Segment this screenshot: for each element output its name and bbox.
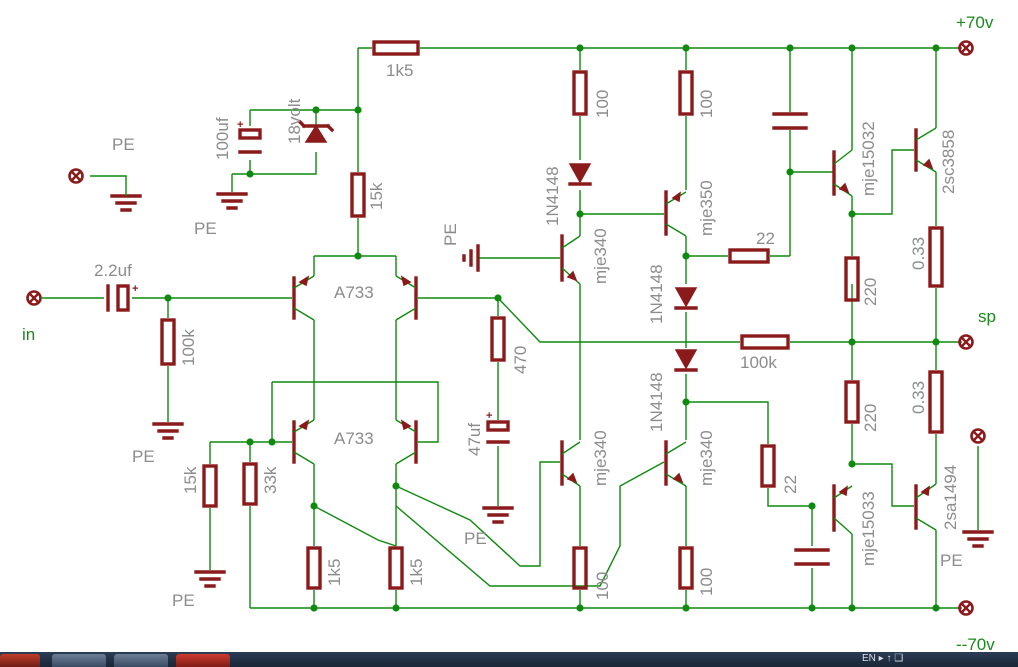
label-18volt: 18volt xyxy=(285,98,304,144)
label-pe-5: PE xyxy=(464,529,487,548)
label-pe-2: PE xyxy=(194,219,217,238)
start-button[interactable] xyxy=(0,654,40,667)
resistor-100k-feedback xyxy=(740,334,790,350)
label-1k5-right: 1k5 xyxy=(407,559,426,586)
terminal-speaker xyxy=(958,334,974,350)
label-2u2: 2.2uf xyxy=(94,261,132,280)
label-plus70: +70v xyxy=(956,13,994,32)
terminal-minus70 xyxy=(958,600,974,616)
label-22-upper: 22 xyxy=(756,229,775,248)
junctions xyxy=(164,44,940,612)
label-100-vas: 100 xyxy=(593,90,612,118)
label-220-upper: 220 xyxy=(861,278,880,306)
label-mje340-bias: mje340 xyxy=(697,430,716,486)
label-220-lower: 220 xyxy=(861,404,880,432)
resistor-470 xyxy=(490,316,506,362)
label-1k5-rail: 1k5 xyxy=(386,61,413,80)
resistor-220-upper xyxy=(844,256,860,302)
terminal-pe-right xyxy=(970,428,986,444)
resistor-100-bias-low xyxy=(678,546,694,590)
resistors xyxy=(160,40,944,590)
label-pe-7: PE xyxy=(441,223,460,246)
terminal-plus70 xyxy=(958,40,974,56)
label-033-upper: 0.33 xyxy=(909,237,928,270)
wires xyxy=(42,47,979,609)
terminals xyxy=(26,40,986,616)
label-100k-fb: 100k xyxy=(740,353,777,372)
terminal-input xyxy=(26,290,42,306)
taskbar-app-pdf[interactable] xyxy=(176,654,230,667)
resistor-22-lower xyxy=(760,444,776,488)
label-2sa1494: 2sa1494 xyxy=(941,465,960,530)
label-47uf: 47uf xyxy=(465,423,484,456)
label-15k-mirror: 15k xyxy=(181,466,200,494)
label-33k: 33k xyxy=(261,466,280,494)
label-22-lower: 22 xyxy=(781,475,800,494)
resistor-1k5-rail xyxy=(372,40,420,56)
resistor-033-upper xyxy=(928,226,944,288)
label-100-bias: 100 xyxy=(697,90,716,118)
label-100uf: 100uf xyxy=(213,117,232,160)
label-pe-1: PE xyxy=(112,135,135,154)
label-mje340-left: mje340 xyxy=(591,430,610,486)
resistor-100-vas-low xyxy=(572,546,588,590)
label-a733-bottom: A733 xyxy=(334,429,374,448)
ground-symbols xyxy=(90,175,994,588)
label-mje340-top: mje340 xyxy=(591,228,610,284)
label-1n4148-b1: 1N4148 xyxy=(647,264,666,324)
label-033-lower: 0.33 xyxy=(909,381,928,414)
svg-text:+: + xyxy=(486,410,492,422)
terminal-pe-left xyxy=(68,168,84,184)
resistor-33k xyxy=(242,462,258,506)
label-input: in xyxy=(22,325,35,344)
label-a733-top: A733 xyxy=(334,283,374,302)
svg-text:+: + xyxy=(132,283,138,295)
resistor-100-bias xyxy=(678,70,694,116)
label-15k-tail: 15k xyxy=(367,182,386,210)
label-pe-3: PE xyxy=(132,447,155,466)
resistor-15k-tail xyxy=(350,172,366,218)
diodes xyxy=(297,119,698,372)
svg-text:+: + xyxy=(237,119,243,131)
resistor-1k5-left xyxy=(306,546,322,590)
resistor-1k5-right xyxy=(388,546,404,590)
transistors xyxy=(292,127,937,535)
label-mje15033: mje15033 xyxy=(859,491,878,566)
resistor-15k-mirror xyxy=(202,464,218,508)
label-100-bias-low: 100 xyxy=(697,568,716,596)
resistor-100-vas xyxy=(572,70,588,116)
label-100k-in: 100k xyxy=(179,329,198,366)
label-pe-4: PE xyxy=(172,591,195,610)
label-pe-6: PE xyxy=(940,551,963,570)
label-1n4148-top: 1N4148 xyxy=(543,166,562,226)
labels: +70v --70v sp in PE PE PE PE PE PE PE 2.… xyxy=(22,13,996,652)
resistor-033-lower xyxy=(928,370,944,434)
label-minus70: --70v xyxy=(956,635,995,652)
resistor-220-lower xyxy=(844,380,860,424)
resistor-100k-input xyxy=(160,318,176,366)
label-100-vas-low: 100 xyxy=(593,572,612,600)
system-tray[interactable]: EN ▸ ↑ ❑ xyxy=(862,653,904,664)
label-2sc3858: 2sc3858 xyxy=(939,130,958,194)
label-1n4148-b2: 1N4148 xyxy=(647,372,666,432)
label-470: 470 xyxy=(511,346,530,374)
schematic: + + + xyxy=(22,13,996,652)
resistor-22-upper xyxy=(728,248,770,264)
capacitors: + + + xyxy=(106,112,830,566)
label-mje350: mje350 xyxy=(697,180,716,236)
taskbar: EN ▸ ↑ ❑ xyxy=(0,652,1018,667)
taskbar-app-browser[interactable] xyxy=(114,654,168,667)
label-mje15032: mje15032 xyxy=(859,121,878,196)
label-1k5-left: 1k5 xyxy=(325,559,344,586)
label-speaker: sp xyxy=(978,307,996,326)
taskbar-app-explorer[interactable] xyxy=(52,654,106,667)
